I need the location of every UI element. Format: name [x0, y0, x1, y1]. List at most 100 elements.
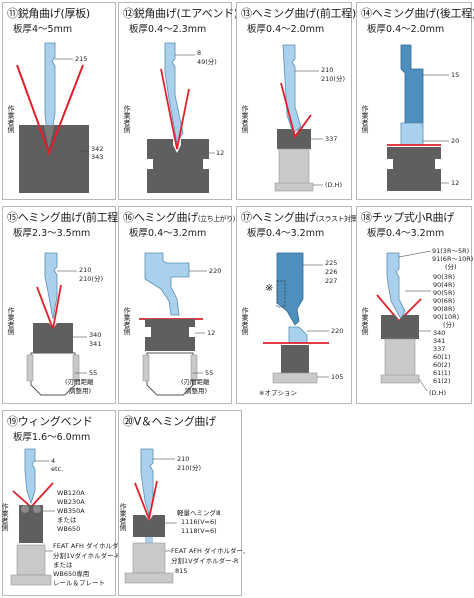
panel-subtitle: 板厚2.3～3.5mm: [13, 228, 91, 239]
die-12: [387, 147, 441, 191]
label-wb350a: WB350A: [57, 507, 85, 515]
label-210: 210: [79, 266, 91, 274]
label-option-note: ※オプション: [259, 389, 297, 397]
tool-shape: [145, 537, 153, 543]
side-label: 作業者側: [119, 502, 127, 531]
side-label: 作業者側: [123, 104, 131, 133]
label-1118: 1118(V=6): [181, 527, 217, 535]
label-61-1: 61(1): [433, 369, 450, 377]
label-815: 815: [175, 567, 187, 575]
panel-20: ⑳V＆ヘミング曲げ 210 210(分) 作業者側 軽量ヘミングⅢ 1116(V…: [118, 410, 249, 596]
label-226: 226: [325, 268, 337, 276]
punch-210: [282, 44, 302, 134]
die-holder: [278, 148, 310, 188]
label-105: 105: [331, 373, 343, 381]
punch-210: [44, 252, 58, 320]
side-label: 作業者側: [361, 306, 369, 335]
panel-17-drawing: ※ 225 226 227 作業者側 220 105 ※オプション: [241, 252, 343, 397]
panel-18: ⑱チップ式小R曲げ 板厚0.4～3.2mm 91(3R～5R) 91(6R～10…: [356, 206, 473, 404]
label-220: 220: [209, 267, 221, 275]
panel-12: ⑫鋭角曲げ(エアベンド) 板厚0.4～2.3mm 8 49(分) 作業者側 12: [118, 2, 238, 200]
panel-title: ⑫鋭角曲げ(エアベンド): [123, 7, 238, 20]
panel-20-drawing: 210 210(分) 作業者側 軽量ヘミングⅢ 1116(V=6) 1118(V…: [119, 448, 249, 584]
tool-shape: [26, 354, 34, 382]
panel-subtitle: 板厚4～5mm: [13, 24, 73, 35]
die-340: [381, 315, 419, 339]
tool-shape: [418, 378, 428, 392]
panel-title: ⑪鋭角曲げ(厚板): [7, 7, 90, 20]
tool-shape: [72, 354, 80, 382]
panel-title: ⑯ヘミング曲げ(立ち上がり): [123, 211, 235, 224]
label-220: 220: [331, 327, 343, 335]
side-label: 作業者側: [241, 306, 249, 335]
tool-shape: [190, 354, 198, 382]
label-wb230a: WB230A: [57, 498, 85, 506]
label-rail: レール＆プレート: [53, 579, 105, 587]
holder-base: [124, 572, 174, 584]
panel-16: ⑯ヘミング曲げ(立ち上がり) 板厚0.4～3.2mm 220 作業者側 12 5…: [118, 206, 235, 404]
label-49: 49(分): [197, 57, 217, 66]
panel-subtitle: 板厚0.4～3.2mm: [367, 228, 445, 239]
die-holder: [384, 338, 416, 380]
die-1116: [133, 515, 165, 537]
punch-220: [144, 252, 190, 316]
label-90-4r: 90(4R): [433, 281, 455, 289]
label-91-b: 91(6R～10R): [432, 255, 473, 263]
label-15: 15: [451, 71, 459, 79]
tool-shape: [398, 250, 432, 258]
die-220: [288, 326, 308, 344]
label-91-a: 91(3R～5R): [432, 247, 469, 255]
holder-55: [30, 352, 76, 396]
holder-base: [274, 182, 314, 192]
die-337: [277, 129, 311, 149]
label-60-2: 60(2): [433, 361, 450, 369]
bend-line: [160, 68, 190, 150]
panel-14: ⑭ヘミング曲げ(後工程) 板厚0.4～2.0mm 15 作業者側 20 12: [356, 2, 474, 200]
label-12: 12: [216, 149, 224, 157]
side-label: 作業者側: [361, 104, 369, 133]
label-90-5r: 90(5R): [433, 289, 455, 297]
panel-11-drawing: 215 作業者側 342 343: [7, 42, 103, 193]
panel-15: ⑮ヘミング曲げ(前工程) 板厚2.3～3.5mm 210 210(分) 作業者側…: [2, 206, 122, 404]
side-label: 作業者側: [123, 306, 131, 335]
label-12: 12: [451, 179, 459, 187]
punch-4: [24, 448, 36, 505]
label-341: 341: [89, 340, 101, 348]
label-225: 225: [325, 259, 337, 267]
label-or-2: または: [53, 561, 73, 569]
panel-16-drawing: 220 作業者側 12 55 (刃間距離 調整用): [123, 252, 221, 396]
label-wb650: WB650: [57, 525, 80, 533]
label-90-10r: 90(10R): [433, 313, 459, 321]
label-20: 20: [451, 137, 459, 145]
side-label: 作業者側: [7, 306, 15, 335]
punch-225: [276, 252, 304, 326]
label-etc: etc.: [51, 465, 63, 473]
label-split-2: (分): [443, 320, 455, 329]
label-wb650-only: WB650専用: [53, 569, 89, 578]
panel-title: ⑮ヘミング曲げ(前工程): [7, 211, 122, 224]
label-90-8r: 90(8R): [433, 305, 455, 313]
panel-subtitle: 板厚0.4～3.2mm: [247, 228, 325, 239]
label-340: 340: [89, 331, 101, 339]
panel-subtitle: 板厚0.4～2.0mm: [367, 24, 445, 35]
label-342: 342: [91, 145, 103, 153]
punch-15: [400, 44, 424, 124]
label-55: 55: [205, 369, 213, 377]
panel-17: ⑰ヘミング曲げ(スラスト対策) 板厚0.4～3.2mm ※ 225 226 22…: [236, 206, 360, 404]
label-210: 210: [177, 455, 189, 463]
panel-19-drawing: 4 etc. 作業者側 WB120A WB230A WB350A または WB6…: [1, 448, 131, 587]
panel-13: ⑬ヘミング曲げ(前工程) 板厚0.4～2.0mm 210 210(分) 作業者側…: [236, 2, 356, 200]
panel-11: ⑪鋭角曲げ(厚板) 板厚4～5mm 215 作業者側 342 343: [2, 2, 116, 200]
panel-19: ⑲ウィングベンド 板厚1.6～6.0mm 4 etc. 作業者側 WB120A …: [1, 410, 131, 596]
bend-line: [280, 82, 312, 140]
panel-18-drawing: 91(3R～5R) 91(6R～10R) (分) 90(3R) 90(4R) 9…: [361, 247, 473, 397]
holder-105: [272, 372, 318, 384]
panel-14-drawing: 15 作業者側 20 12: [361, 44, 459, 191]
label-4: 4: [51, 457, 55, 465]
label-12: 12: [207, 329, 215, 337]
die-12: [145, 319, 195, 351]
label-215: 215: [75, 55, 87, 63]
panel-title: ⑬ヘミング曲げ(前工程): [241, 7, 356, 20]
option-part: [276, 280, 286, 308]
label-light-hemming: 軽量ヘミングⅢ: [177, 508, 220, 517]
